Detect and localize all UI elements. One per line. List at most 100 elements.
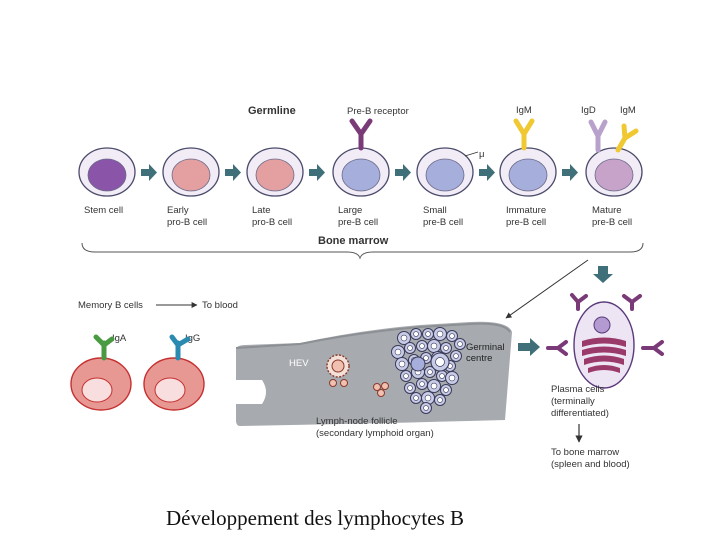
arrow-shaft bbox=[479, 169, 487, 176]
bone-marrow-bracket bbox=[81, 242, 644, 260]
stage-label-early-pro-b-2: pro-B cell bbox=[167, 217, 207, 228]
igd-icon bbox=[588, 119, 608, 153]
germinal-cell-nucleus-13 bbox=[398, 360, 406, 368]
germinal-cell-nucleus-3 bbox=[425, 331, 431, 337]
arrow-head bbox=[403, 164, 411, 181]
stage-label-immature-1: Immature bbox=[506, 205, 546, 216]
stage-label-late-pro-b-2: pro-B cell bbox=[252, 217, 292, 228]
hev-cell-cluster bbox=[326, 354, 389, 397]
plasma-cells-label-1: Plasma cells bbox=[551, 384, 605, 395]
plasma-antibody-icons bbox=[546, 293, 664, 356]
stage-label-stem-cell: Stem cell bbox=[84, 205, 123, 216]
germinal-cell-nucleus-7 bbox=[394, 348, 402, 356]
stage-label-large-pre-b-2: pre-B cell bbox=[338, 217, 378, 228]
to-bone-marrow-label-1: To bone marrow bbox=[551, 447, 619, 458]
bone-marrow-label: Bone marrow bbox=[318, 235, 389, 247]
plasma-cells-label-2: (terminally bbox=[551, 396, 595, 407]
bone-marrow-cell-row bbox=[78, 147, 643, 197]
germline-label: Germline bbox=[248, 105, 296, 117]
cell-nucleus bbox=[425, 158, 465, 192]
germinal-cell-nucleus-11 bbox=[443, 345, 449, 351]
germinal-cell-nucleus-21 bbox=[439, 373, 445, 379]
stage-cell-3 bbox=[246, 147, 304, 197]
germinal-cell-nucleus-29 bbox=[437, 397, 443, 403]
mu-label: μ bbox=[479, 149, 484, 160]
to-blood-label: To blood bbox=[202, 300, 238, 311]
cell-nucleus bbox=[594, 158, 634, 192]
arrow-head bbox=[570, 164, 578, 181]
iga-label: IgA bbox=[112, 333, 127, 344]
stage-cell-6 bbox=[499, 147, 557, 197]
hev-label: HEV bbox=[289, 358, 309, 369]
diagonal-arrow-to-follicle bbox=[505, 259, 589, 319]
germinal-cell-nucleus-1 bbox=[400, 334, 408, 342]
germinal-cell-nucleus-6 bbox=[457, 341, 463, 347]
pre-b-receptor-label: Pre-B receptor bbox=[347, 106, 409, 117]
germinal-centre-label-2: centre bbox=[466, 353, 492, 364]
cell-nucleus bbox=[508, 158, 548, 192]
caption: Développement des lymphocytes B bbox=[165, 506, 465, 530]
arrow-head bbox=[317, 164, 325, 181]
germinal-cell-nucleus-25 bbox=[430, 382, 438, 390]
arrow-follicle-to-plasma bbox=[518, 338, 540, 356]
germinal-cell-nucleus-27 bbox=[413, 395, 419, 401]
stage-arrow-3 bbox=[309, 164, 325, 181]
germinal-cell-nucleus-30 bbox=[423, 405, 429, 411]
arrow-shaft bbox=[395, 169, 403, 176]
igg-label: IgG bbox=[185, 333, 200, 344]
lymph-node-label-1: Lymph-node follicle bbox=[316, 416, 398, 427]
cell-nucleus bbox=[341, 158, 381, 192]
igd-label: IgD bbox=[581, 105, 596, 116]
germinal-cell-nucleus-5 bbox=[449, 333, 455, 339]
germinal-cell-nucleus-20 bbox=[427, 369, 433, 375]
down-arrow-to-plasma bbox=[593, 266, 613, 283]
stage-labels: Stem cell Early pro-B cell Late pro-B ce… bbox=[84, 205, 632, 228]
arrow-head bbox=[487, 164, 495, 181]
stage-label-mature-2: pre-B cell bbox=[592, 217, 632, 228]
arrow-shaft bbox=[225, 169, 233, 176]
igm-mature-icon bbox=[615, 123, 639, 153]
stage-arrow-4 bbox=[395, 164, 411, 181]
germinal-centre-cluster bbox=[391, 327, 466, 414]
cell-nucleus bbox=[171, 158, 211, 192]
memory-cell-iga bbox=[70, 357, 132, 411]
germinal-large-cell-nucleus bbox=[435, 357, 445, 367]
stage-label-early-pro-b-1: Early bbox=[167, 205, 189, 216]
plasma-cell bbox=[573, 301, 635, 389]
stage-cell-1 bbox=[78, 147, 136, 197]
germinal-cell-nucleus-8 bbox=[407, 345, 413, 351]
mu-pointer-line bbox=[464, 151, 479, 157]
memory-b-cells-label: Memory B cells bbox=[78, 300, 143, 311]
cell-nucleus bbox=[255, 158, 295, 192]
to-bone-marrow-label-2: (spleen and blood) bbox=[551, 459, 630, 470]
stage-label-small-pre-b-1: Small bbox=[423, 205, 447, 216]
germinal-cell-nucleus-12 bbox=[453, 353, 459, 359]
igm-immature-icon bbox=[513, 118, 535, 151]
germinal-cell-nucleus-26 bbox=[443, 387, 449, 393]
memory-cell-igg bbox=[143, 357, 205, 411]
germinal-dark-cell bbox=[410, 356, 426, 372]
germinal-cell-nucleus-2 bbox=[413, 331, 419, 337]
arrow-shaft bbox=[309, 169, 317, 176]
stage-label-late-pro-b-1: Late bbox=[252, 205, 271, 216]
stage-cell-2 bbox=[162, 147, 220, 197]
stage-arrow-2 bbox=[225, 164, 241, 181]
germinal-cell-nucleus-4 bbox=[436, 330, 444, 338]
igg-receptor-icon bbox=[169, 334, 191, 361]
stage-arrow-6 bbox=[562, 164, 578, 181]
stage-cell-5 bbox=[416, 147, 474, 197]
iga-receptor-icon bbox=[93, 334, 115, 361]
arrow-shaft bbox=[141, 169, 149, 176]
germinal-cell-nucleus-23 bbox=[407, 385, 413, 391]
stage-arrow-1 bbox=[141, 164, 157, 181]
stage-arrow-5 bbox=[479, 164, 495, 181]
germinal-cell-nucleus-24 bbox=[419, 381, 425, 387]
stage-cell-4 bbox=[332, 147, 390, 197]
arrow-head bbox=[233, 164, 241, 181]
cell-nucleus bbox=[87, 158, 127, 192]
stage-label-mature-1: Mature bbox=[592, 205, 622, 216]
lymph-node-label-2: (secondary lymphoid organ) bbox=[316, 428, 434, 439]
germinal-cell-nucleus-28 bbox=[424, 394, 432, 402]
germinal-cell-nucleus-9 bbox=[419, 343, 425, 349]
